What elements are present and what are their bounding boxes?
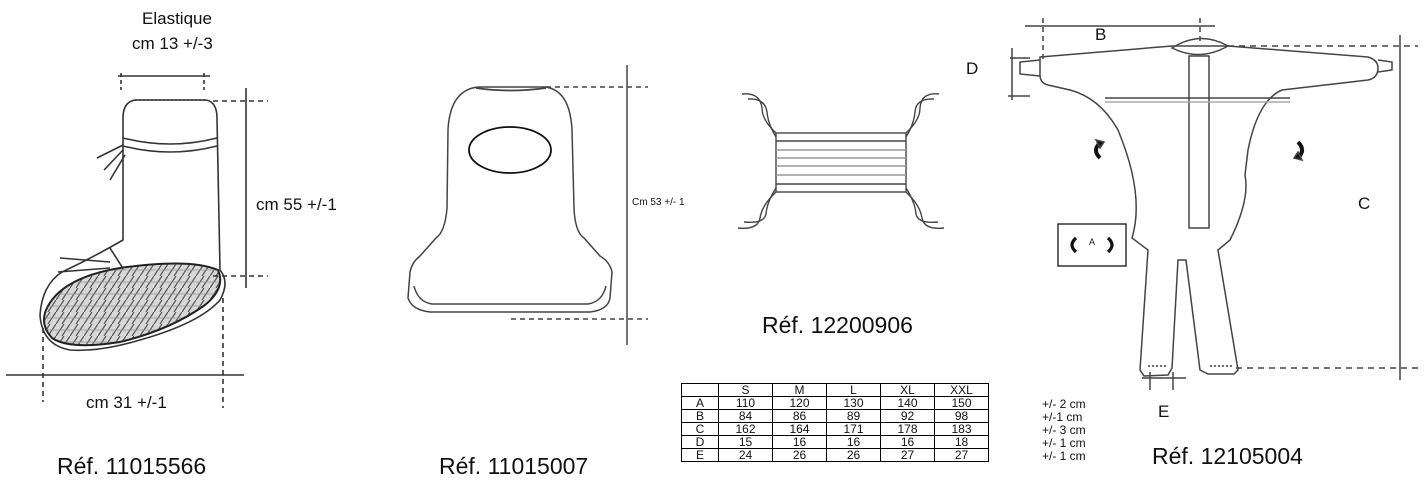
hood-drawing	[407, 65, 648, 345]
table-row: C 162 164 171 178 183	[681, 422, 989, 436]
boot-elastic-dimension: cm 13 +/-3	[132, 34, 213, 53]
table-cell: B	[681, 409, 719, 423]
table-cell: 98	[934, 409, 989, 423]
coverall-label-e: E	[1158, 402, 1170, 421]
table-cell: A	[681, 396, 719, 410]
table-header-cell: S	[718, 383, 773, 397]
table-cell: 171	[826, 422, 881, 436]
tolerance-a: +/- 2 cm	[1042, 397, 1086, 411]
coverall-drawing	[1008, 18, 1418, 390]
tolerance-c: +/- 3 cm	[1042, 423, 1086, 437]
table-cell: 150	[934, 396, 989, 410]
hood-reference: Réf. 11015007	[439, 453, 589, 479]
table-cell: 130	[826, 396, 881, 410]
table-cell: 110	[718, 396, 773, 410]
table-cell: 140	[880, 396, 935, 410]
boot-elastic-label: Elastique	[142, 9, 212, 28]
table-cell: 162	[718, 422, 773, 436]
hood-height-dimension: Cm 53 +/- 1	[632, 197, 685, 208]
table-cell: 27	[880, 448, 935, 462]
table-header-cell	[681, 383, 719, 397]
size-table: S M L XL XXL A 110 120 130 140 150 B 84 …	[681, 383, 989, 462]
table-cell: 86	[772, 409, 827, 423]
table-row: B 84 86 89 92 98	[681, 409, 989, 423]
table-cell: C	[681, 422, 719, 436]
boot-length-dimension: cm 31 +/-1	[86, 393, 167, 412]
tolerance-e: +/- 1 cm	[1042, 449, 1086, 463]
table-row: A 110 120 130 140 150	[681, 396, 989, 410]
tolerance-d: +/- 1 cm	[1042, 436, 1086, 450]
coverall-reference: Réf. 12105004	[1152, 443, 1303, 469]
table-row: D 15 16 16 16 18	[681, 435, 989, 449]
table-row: E 24 26 26 27 27	[681, 448, 989, 462]
boot-height-dimension: cm 55 +/-1	[256, 195, 337, 214]
table-cell: 84	[718, 409, 773, 423]
tolerance-b: +/-1 cm	[1042, 410, 1083, 424]
boot-cover-drawing	[6, 73, 268, 408]
table-cell: E	[681, 448, 719, 462]
table-header-cell: M	[772, 383, 827, 397]
table-cell: 24	[718, 448, 773, 462]
table-cell: 92	[880, 409, 935, 423]
table-cell: 120	[772, 396, 827, 410]
table-header-cell: L	[826, 383, 881, 397]
coverall-label-a: A	[1089, 237, 1096, 247]
coverall-label-b: B	[1095, 25, 1107, 44]
coverall-label-c: C	[1358, 194, 1371, 213]
table-cell: 16	[772, 435, 827, 449]
table-cell: 178	[880, 422, 935, 436]
boot-reference: Réf. 11015566	[57, 453, 207, 479]
table-cell: 16	[826, 435, 881, 449]
table-cell: 26	[826, 448, 881, 462]
mask-reference: Réf. 12200906	[762, 312, 913, 338]
table-cell: 27	[934, 448, 989, 462]
table-cell: 89	[826, 409, 881, 423]
table-cell: D	[681, 435, 719, 449]
table-cell: 18	[934, 435, 989, 449]
table-cell: 26	[772, 448, 827, 462]
coverall-label-d: D	[966, 59, 979, 78]
table-cell: 16	[880, 435, 935, 449]
table-cell: 183	[934, 422, 989, 436]
face-mask-drawing	[737, 93, 945, 229]
table-cell: 15	[718, 435, 773, 449]
table-header-cell: XL	[880, 383, 935, 397]
table-cell: 164	[772, 422, 827, 436]
size-table-header: S M L XL XXL	[681, 383, 989, 397]
table-header-cell: XXL	[934, 383, 989, 397]
